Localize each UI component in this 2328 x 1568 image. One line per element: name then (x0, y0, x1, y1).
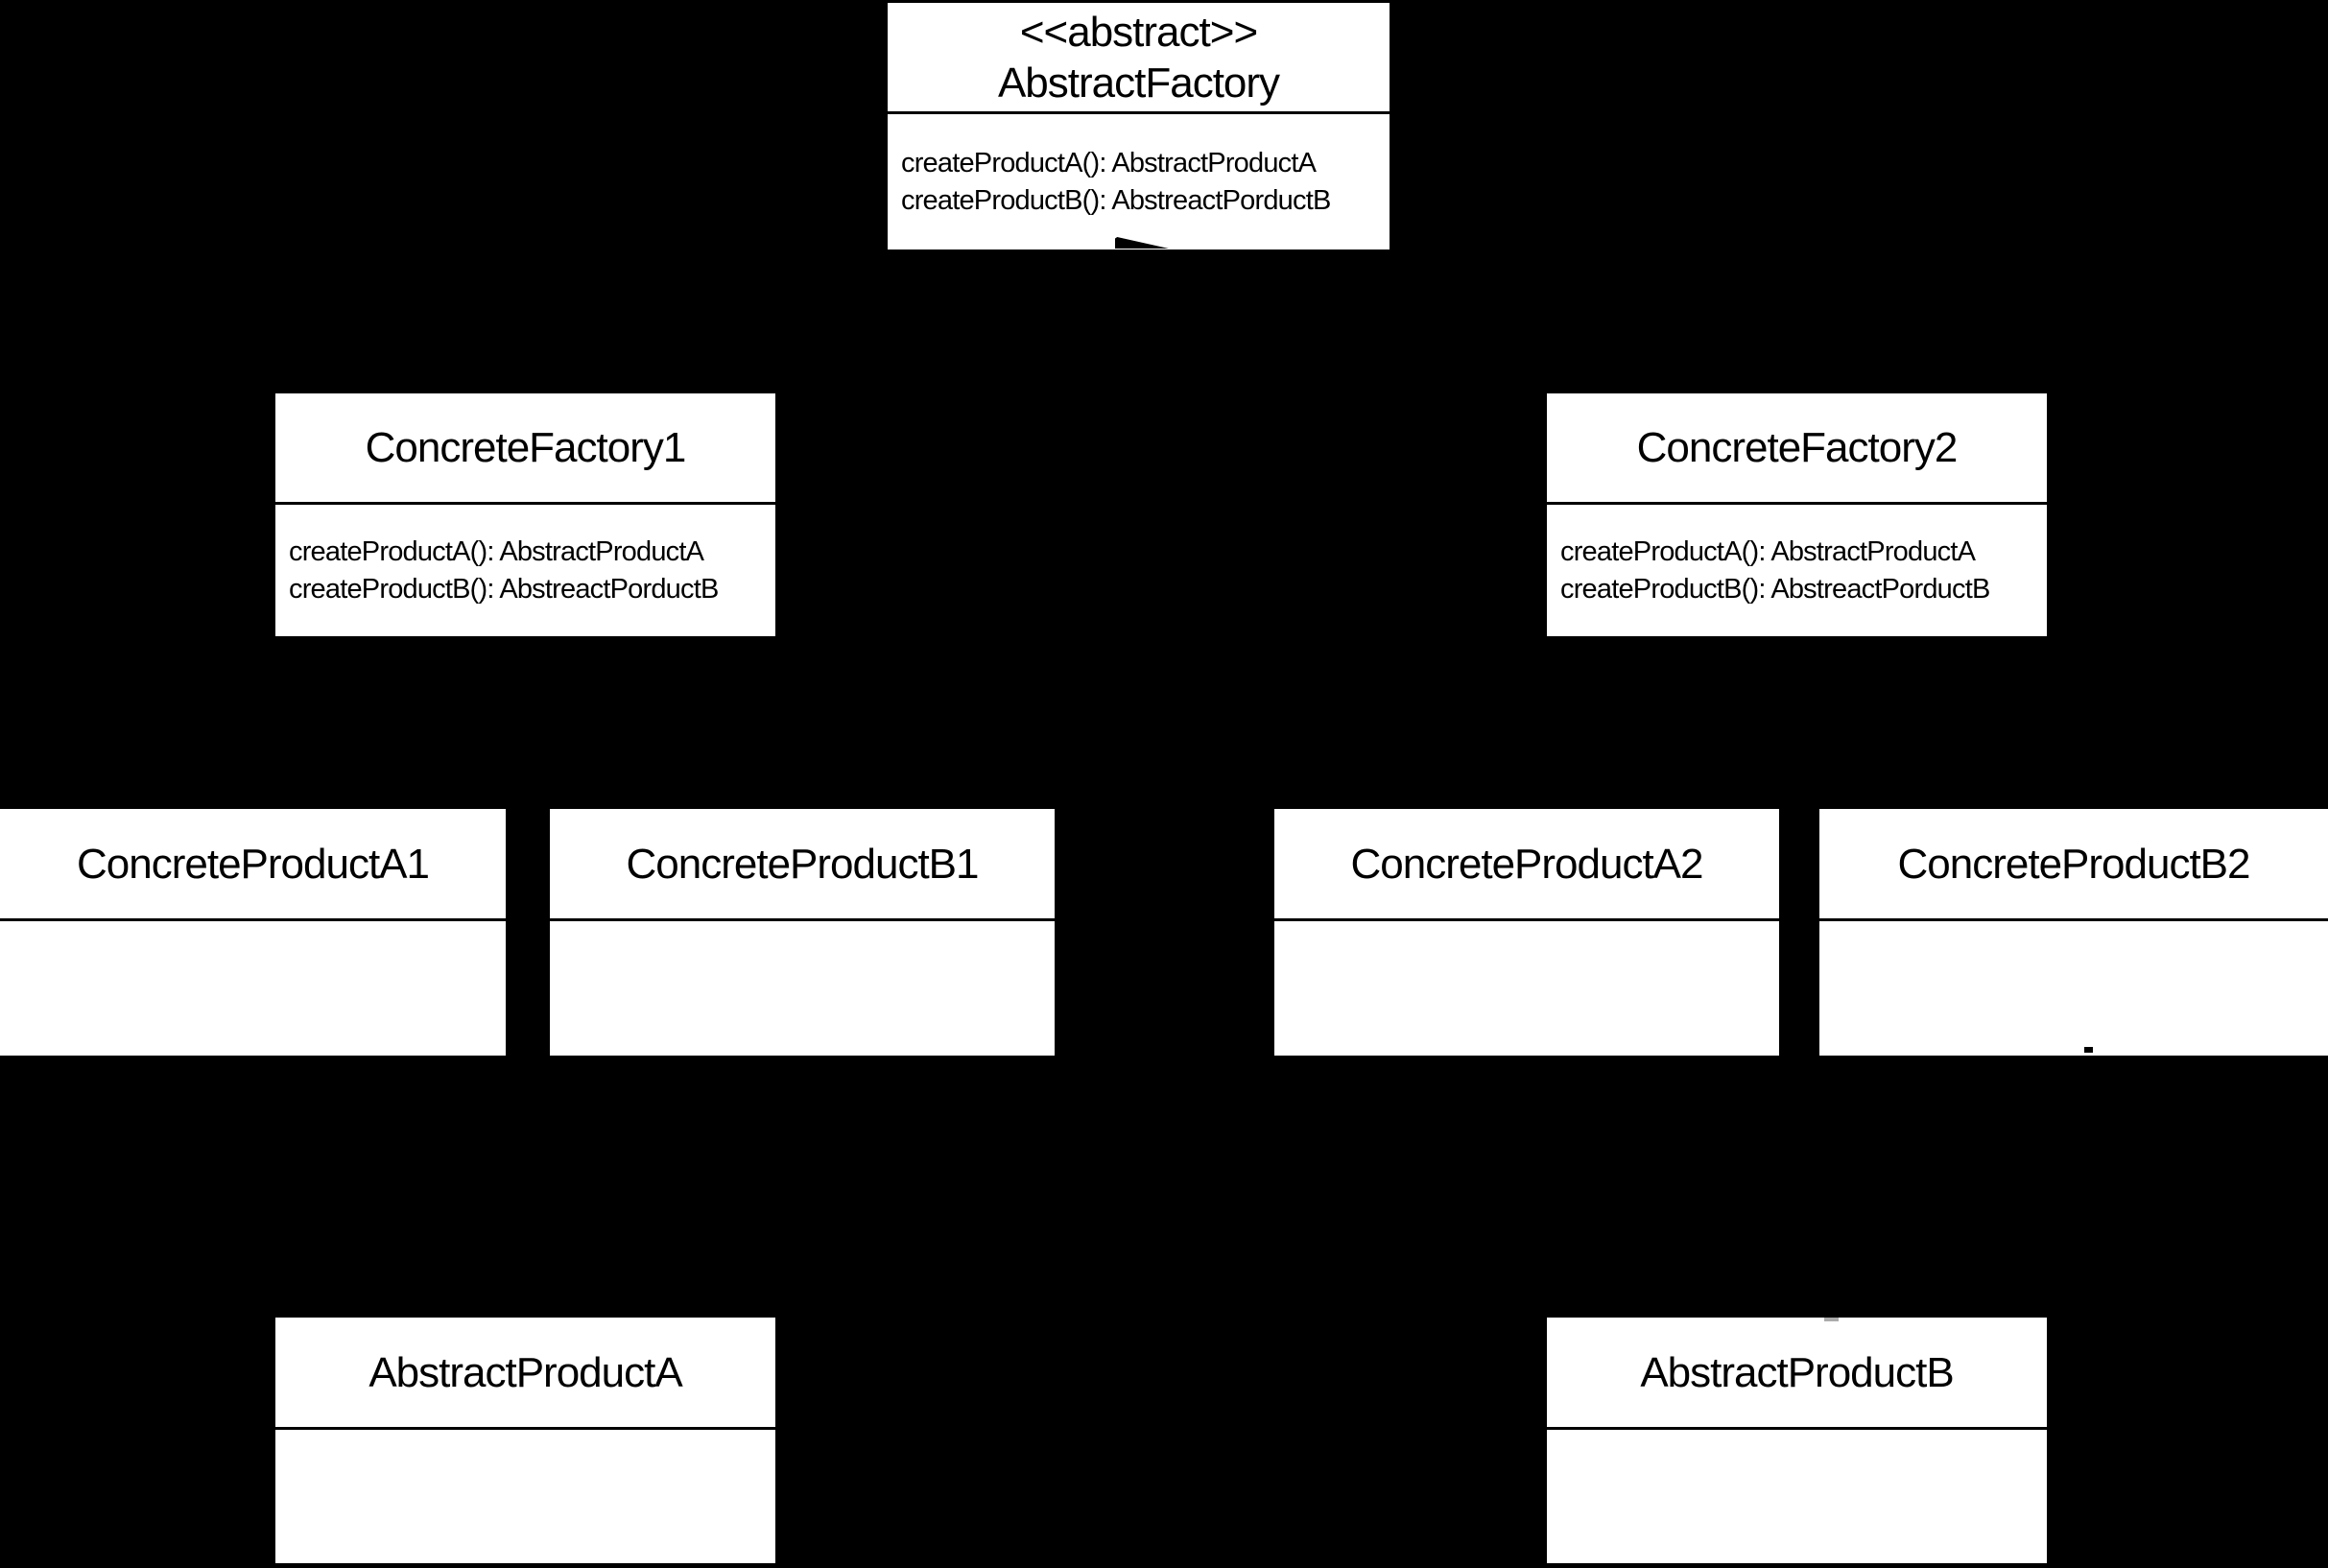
class-box-concrete-product-b1: ConcreteProductB1 (550, 809, 1055, 1056)
class-title-compartment: ConcreteProductA2 (1274, 809, 1779, 918)
class-box-abstract-factory: <<abstract>> AbstractFactory createProdu… (888, 3, 1390, 249)
method-signature: createProductA(): AbstractProductA (1560, 535, 1976, 567)
class-methods-compartment-empty (1274, 918, 1779, 1056)
class-box-abstract-product-b: AbstractProductB (1547, 1318, 2047, 1563)
class-box-concrete-product-b2: ConcreteProductB2 (1819, 809, 2328, 1056)
class-box-abstract-product-a: AbstractProductA (275, 1318, 775, 1563)
arrowhead-tip-fragment (2084, 1047, 2093, 1053)
class-title-compartment: ConcreteProductB2 (1819, 809, 2328, 918)
class-title-compartment: ConcreteFactory1 (275, 393, 775, 502)
class-methods-compartment-empty (1819, 918, 2328, 1056)
class-box-concrete-product-a1: ConcreteProductA1 (0, 809, 506, 1056)
class-title-compartment: ConcreteProductA1 (0, 809, 506, 918)
class-name: ConcreteProductB1 (626, 840, 980, 888)
class-title-compartment: <<abstract>> AbstractFactory (888, 3, 1390, 111)
class-methods-compartment: createProductA(): AbstractProductA creat… (888, 111, 1390, 249)
class-methods-compartment: createProductA(): AbstractProductA creat… (275, 502, 775, 636)
method-signature: createProductB(): AbstreactPorductB (901, 184, 1331, 216)
method-signature: createProductB(): AbstreactPorductB (1560, 573, 1990, 605)
class-box-concrete-factory-1: ConcreteFactory1 createProductA(): Abstr… (275, 393, 775, 636)
class-title-compartment: AbstractProductA (275, 1318, 775, 1427)
method-signature: createProductB(): AbstreactPorductB (289, 573, 719, 605)
class-name: ConcreteProductB2 (1897, 840, 2251, 888)
class-name: AbstractProductA (368, 1348, 682, 1396)
class-name: AbstractFactory (997, 59, 1280, 107)
method-signature: createProductA(): AbstractProductA (289, 535, 704, 567)
class-box-concrete-product-a2: ConcreteProductA2 (1274, 809, 1779, 1056)
class-methods-compartment-empty (275, 1427, 775, 1563)
arrowhead-tip-fragment (1824, 1318, 1839, 1321)
class-title-compartment: ConcreteProductB1 (550, 809, 1055, 918)
class-name: ConcreteProductA2 (1350, 840, 1704, 888)
stereotype-label: <<abstract>> (1019, 8, 1258, 56)
class-methods-compartment-empty (1547, 1427, 2047, 1563)
method-signature: createProductA(): AbstractProductA (901, 147, 1317, 178)
class-name: AbstractProductB (1640, 1348, 1954, 1396)
class-title-compartment: AbstractProductB (1547, 1318, 2047, 1427)
class-name: ConcreteProductA1 (77, 840, 430, 888)
class-name: ConcreteFactory2 (1636, 424, 1959, 471)
class-methods-compartment: createProductA(): AbstractProductA creat… (1547, 502, 2047, 636)
class-methods-compartment-empty (550, 918, 1055, 1056)
class-name: ConcreteFactory1 (365, 424, 687, 471)
class-box-concrete-factory-2: ConcreteFactory2 createProductA(): Abstr… (1547, 393, 2047, 636)
class-title-compartment: ConcreteFactory2 (1547, 393, 2047, 502)
class-methods-compartment-empty (0, 918, 506, 1056)
